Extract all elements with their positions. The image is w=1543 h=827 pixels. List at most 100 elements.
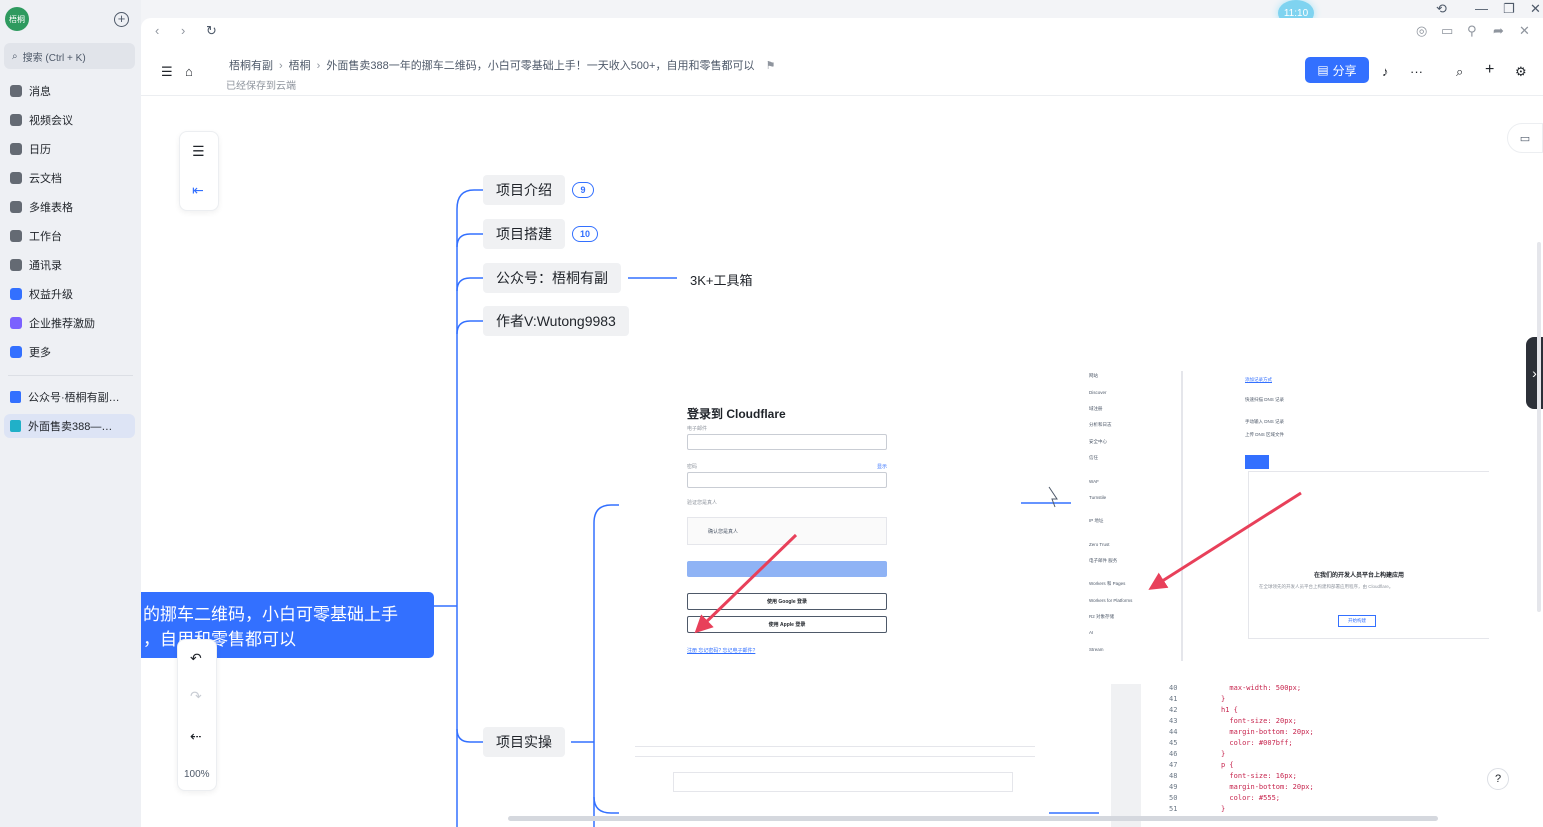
- search-doc-icon[interactable]: ⌕: [1456, 64, 1464, 79]
- login-button-image: [687, 561, 887, 577]
- code-line-number: 40: [1169, 684, 1178, 692]
- breadcrumb-item[interactable]: 梧桐有副: [229, 60, 273, 72]
- forward-share-icon[interactable]: ➦: [1493, 23, 1504, 38]
- sidebar-item-messages[interactable]: 消息: [4, 79, 135, 103]
- code-line-number: 42: [1169, 706, 1178, 714]
- recent-doc-item-active[interactable]: 外面售卖388—…: [4, 414, 135, 438]
- dash-menu-item: 域注册: [1089, 406, 1103, 411]
- dash-menu-item: Discover: [1089, 390, 1107, 395]
- dash-menu-item: Workers 和 Pages: [1089, 581, 1126, 586]
- dash-panel-button-image: 开始构建: [1338, 615, 1376, 627]
- bell-icon[interactable]: ♪: [1382, 64, 1389, 79]
- close-window-icon[interactable]: ✕: [1530, 1, 1541, 16]
- collapsed-count-badge[interactable]: 9: [572, 182, 594, 198]
- doc-header: ☰ ⌂ 梧桐有副›梧桐›外面售卖388一年的挪车二维码，小白可零基础上手！一天收…: [141, 48, 1543, 96]
- breadcrumb-item[interactable]: 梧桐: [288, 60, 311, 72]
- sidebar-item-base[interactable]: 多维表格: [4, 195, 135, 219]
- add-icon[interactable]: +: [1485, 61, 1495, 78]
- avatar[interactable]: 梧桐: [5, 7, 29, 31]
- more-icon: [10, 346, 22, 358]
- dash-menu-item: Workers for Platforms: [1089, 598, 1133, 603]
- pin-icon[interactable]: ⚑: [765, 60, 776, 72]
- vertical-scrollbar[interactable]: [1537, 242, 1541, 612]
- search-icon: ⌕: [12, 50, 18, 62]
- sidebar-item-workspace[interactable]: 工作台: [4, 224, 135, 248]
- password-field: [687, 472, 887, 488]
- chat-icon[interactable]: ◎: [1416, 23, 1428, 38]
- minimize-icon[interactable]: —: [1475, 1, 1488, 16]
- search-placeholder: 搜索 (Ctrl + K): [22, 52, 86, 64]
- node-project-setup[interactable]: 项目搭建: [483, 219, 565, 249]
- sidebar-item-docs[interactable]: 云文档: [4, 166, 135, 190]
- outline-toggle-icon[interactable]: ☰: [161, 64, 173, 79]
- embedded-dashboard-screenshot[interactable]: 网站 Discover 域注册 分析和日志 安全中心 信任 WAF Turnst…: [1083, 371, 1489, 661]
- code-line: }: [1221, 750, 1226, 758]
- outline-icon[interactable]: ☰: [192, 143, 205, 159]
- code-line-number: 51: [1169, 805, 1178, 813]
- google-login-image: 使用 Google 登录: [687, 593, 887, 610]
- mindmap-canvas[interactable]: ☰ ⇤ 的挪车二维码，小白可零基础上手 ，自用和零售都可以 项目介绍 9 项目搭…: [141, 97, 1543, 827]
- dash-menu-item: 信任: [1089, 455, 1098, 460]
- sidebar-item-contacts[interactable]: 通讯录: [4, 253, 135, 277]
- root-node[interactable]: 的挪车二维码，小白可零基础上手 ，自用和零售都可以: [141, 592, 434, 658]
- node-toolbox[interactable]: 3K+工具箱: [690, 273, 753, 288]
- view-tool-panel: ☰ ⇤: [179, 131, 219, 211]
- settings-icon[interactable]: ⚙: [1515, 64, 1527, 79]
- restore-icon[interactable]: ❐: [1503, 1, 1515, 16]
- history-icon[interactable]: ⟲: [1436, 1, 1447, 16]
- node-practice[interactable]: 项目实操: [483, 727, 565, 757]
- window-icon[interactable]: ▭: [1441, 23, 1454, 38]
- annotation-arrows: [694, 486, 1302, 634]
- refresh-icon[interactable]: ↻: [206, 23, 217, 38]
- share-button[interactable]: ▤分享: [1305, 57, 1369, 83]
- collapsed-count-badge[interactable]: 10: [572, 226, 598, 242]
- diamond-icon: [10, 288, 22, 300]
- comment-icon[interactable]: ▭: [1507, 123, 1543, 153]
- zoom-level[interactable]: 100%: [184, 769, 210, 780]
- dash-options-title: 添加记录方式: [1245, 377, 1272, 382]
- node-project-intro[interactable]: 项目介绍: [483, 175, 565, 205]
- node-author[interactable]: 作者V:Wutong9983: [483, 306, 629, 336]
- horizontal-scrollbar[interactable]: [508, 816, 1438, 821]
- dash-panel-subtitle: 在全球领先的开发人员平台上构建和部署应用程序，由 Cloudflare。: [1259, 584, 1394, 589]
- back-icon[interactable]: ‹: [155, 23, 160, 38]
- collapse-icon[interactable]: ⇠: [190, 728, 202, 744]
- sidebar-item-calendar[interactable]: 日历: [4, 137, 135, 161]
- sidebar-item-video[interactable]: 视频会议: [4, 108, 135, 132]
- dash-option: 快速扫描 DNS 记录: [1245, 397, 1285, 402]
- code-line-number: 45: [1169, 739, 1178, 747]
- breadcrumb-current: 外面售卖388一年的挪车二维码，小白可零基础上手！一天收入500+，自用和零售都…: [326, 60, 755, 72]
- code-line: color: #007bff;: [1221, 739, 1293, 747]
- sidebar-item-referral[interactable]: 企业推荐激励: [4, 311, 135, 335]
- structure-icon[interactable]: ⇤: [192, 182, 204, 198]
- sidebar-item-more[interactable]: 更多: [4, 340, 135, 364]
- close-tab-icon[interactable]: ✕: [1519, 23, 1530, 38]
- link-icon[interactable]: ⚲: [1467, 23, 1477, 38]
- code-line-number: 46: [1169, 750, 1178, 758]
- home-icon[interactable]: ⌂: [185, 64, 193, 79]
- code-line-number: 47: [1169, 761, 1178, 769]
- redo-icon[interactable]: ↷: [190, 688, 202, 704]
- branch-line: [456, 233, 483, 248]
- calendar-icon: [10, 143, 22, 155]
- mini-divider: [635, 746, 1035, 747]
- contacts-icon: [10, 259, 22, 271]
- undo-icon[interactable]: ↶: [190, 650, 202, 666]
- table-icon: [10, 201, 22, 213]
- dash-menu-item: WAF: [1089, 479, 1099, 484]
- embedded-browser-screenshot[interactable]: [633, 742, 1043, 827]
- node-official-account[interactable]: 公众号：梧桐有副: [483, 263, 621, 293]
- help-icon[interactable]: ?: [1487, 768, 1509, 790]
- red-arrow: [694, 533, 798, 634]
- forward-icon[interactable]: ›: [181, 23, 186, 38]
- dash-menu-item: Zero Trust: [1089, 542, 1110, 547]
- search-input[interactable]: ⌕ 搜索 (Ctrl + K): [4, 43, 135, 69]
- breadcrumb: 梧桐有副›梧桐›外面售卖388一年的挪车二维码，小白可零基础上手！一天收入500…: [229, 57, 775, 73]
- more-options-icon[interactable]: ···: [1410, 64, 1423, 79]
- new-icon[interactable]: +: [114, 12, 129, 27]
- sidebar-item-upgrade[interactable]: 权益升级: [4, 282, 135, 306]
- dash-menu-item: 安全中心: [1089, 439, 1107, 444]
- recent-doc-item[interactable]: 公众号·梧桐有副…: [4, 385, 135, 409]
- code-line-number: 50: [1169, 794, 1178, 802]
